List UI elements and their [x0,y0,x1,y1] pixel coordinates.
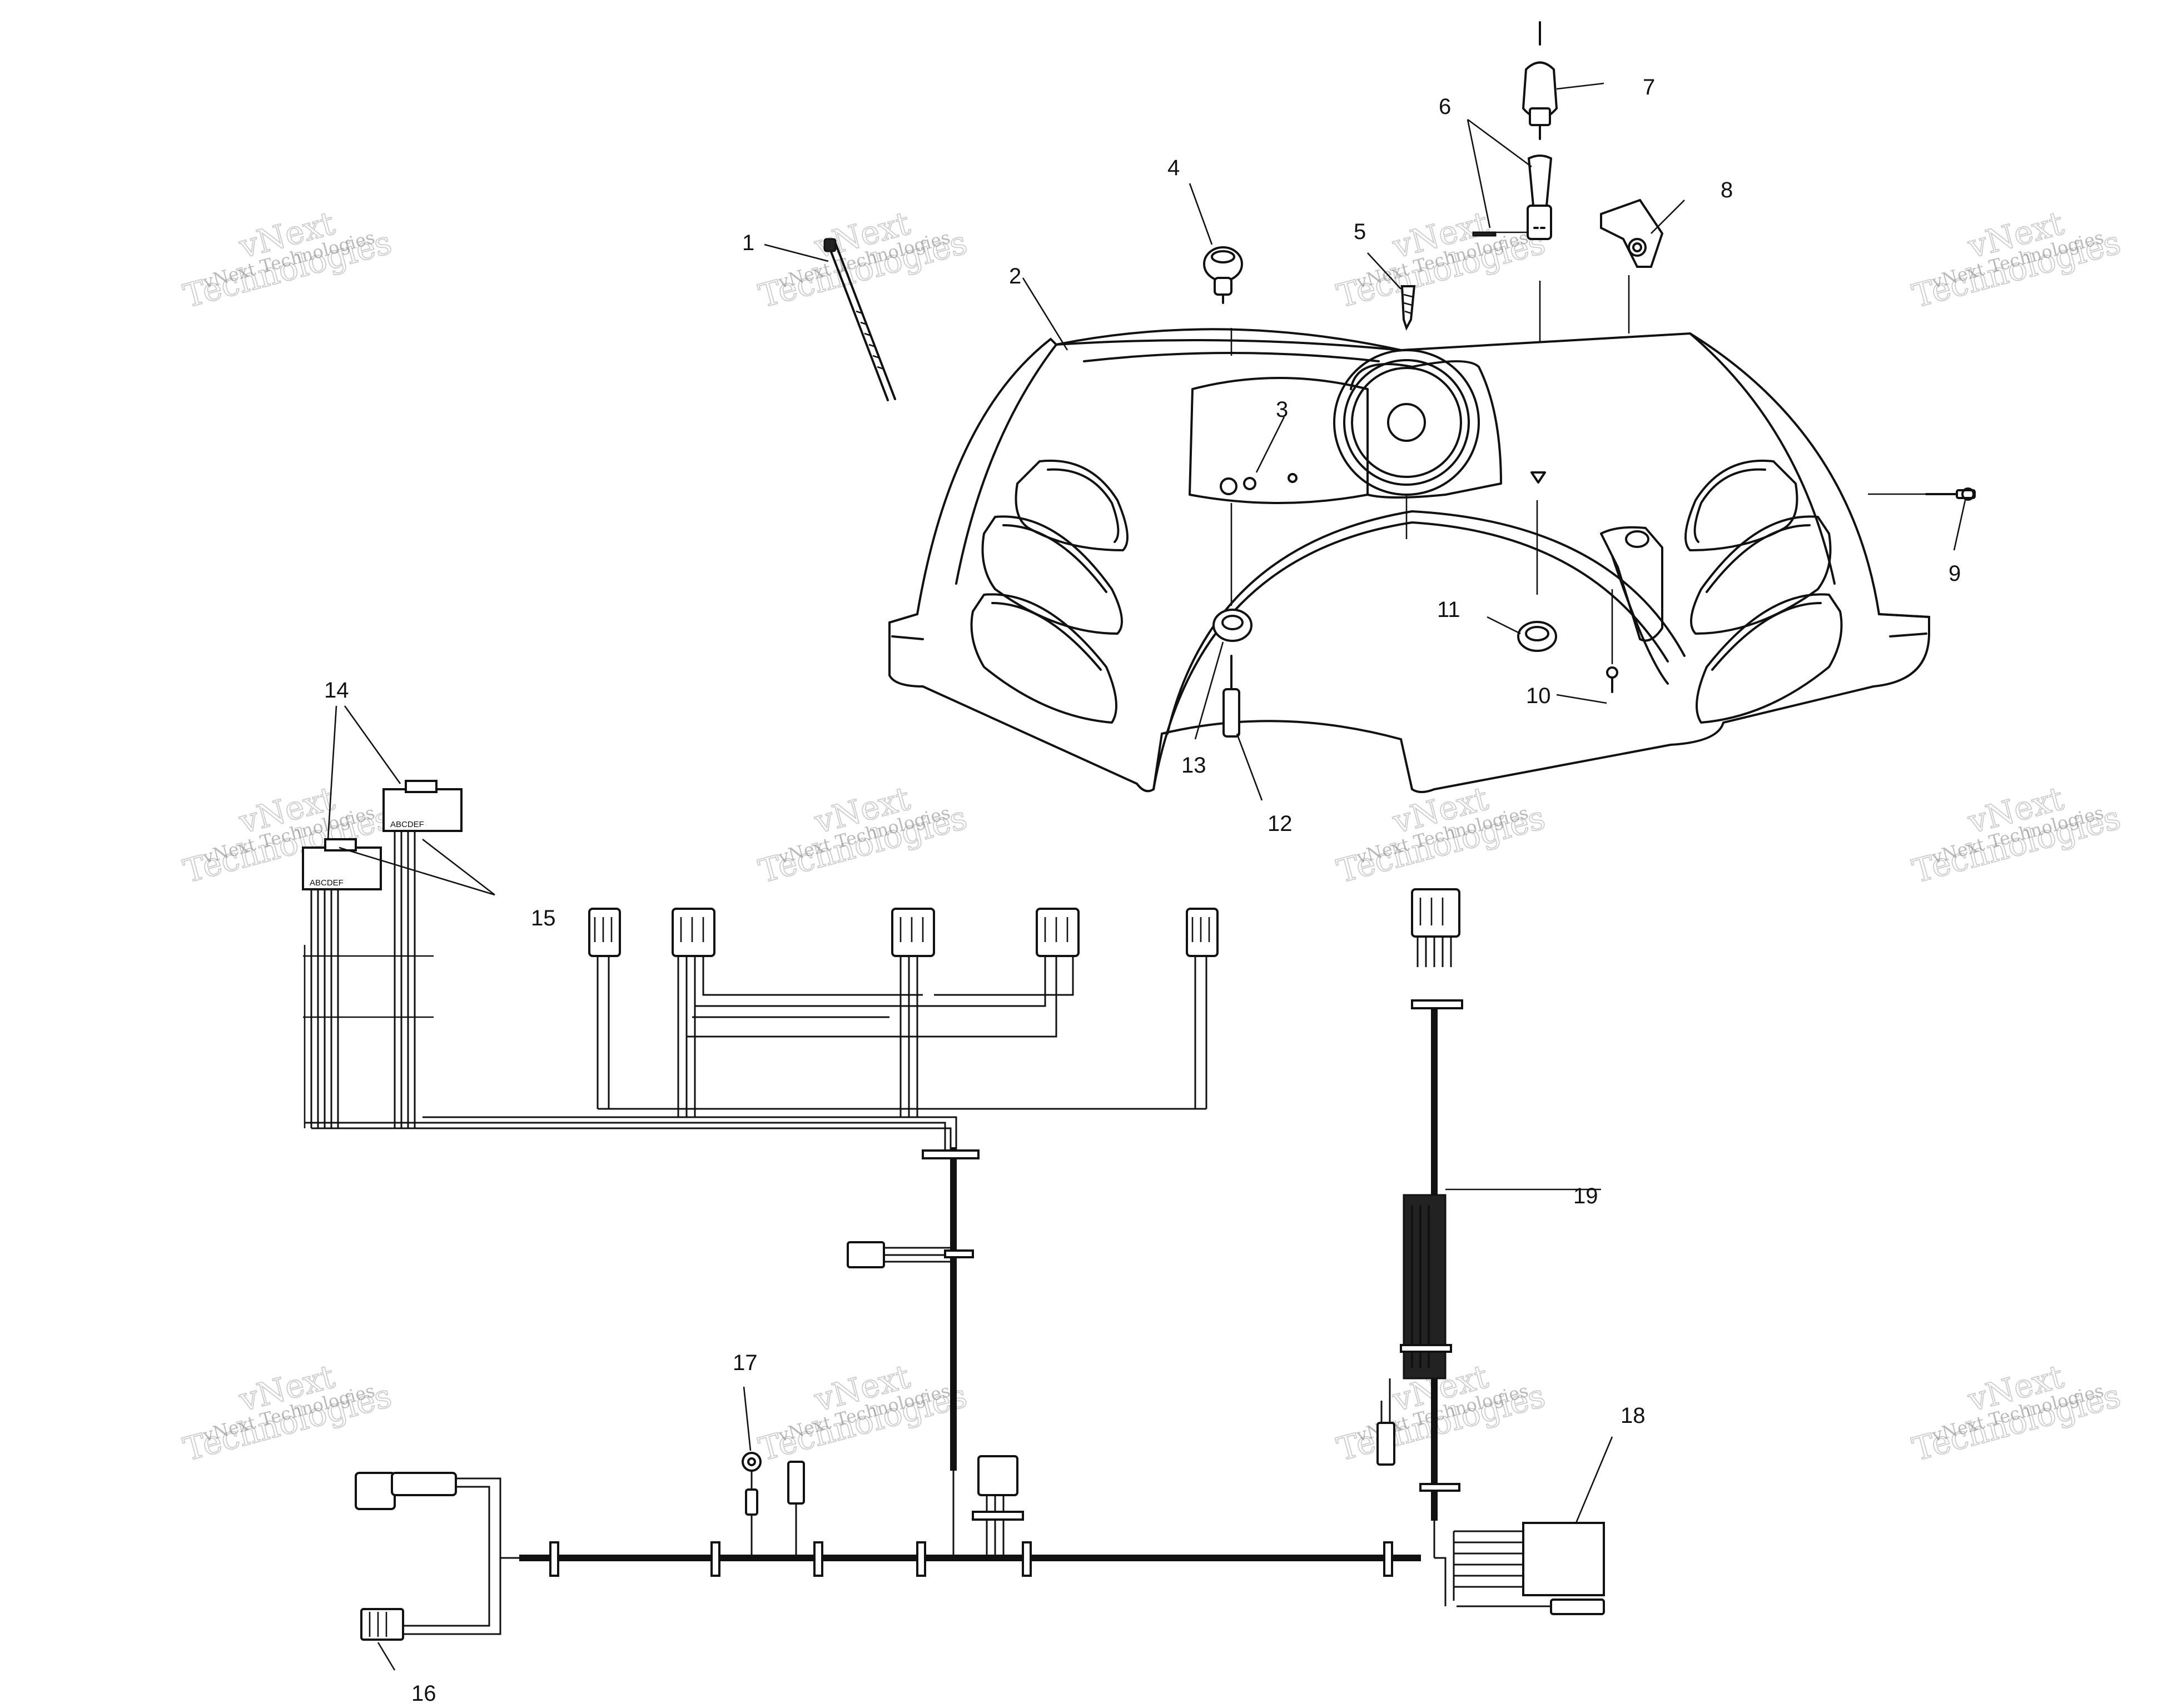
bulb-socket-part [1472,155,1553,240]
callout-1: 1 [742,231,754,255]
watermark: vNext Technologies vNext Technologies [179,1357,396,1468]
watermark: vNext Technologies vNext Technologies [754,203,971,315]
watermark: vNext Technologies vNext Technologies [1908,1357,2125,1468]
watermark: vNext Technologies vNext Technologies [1333,203,1549,315]
callout-18: 18 [1621,1403,1646,1428]
callout-2: 2 [1009,264,1021,288]
callout-14: 14 [324,678,349,703]
watermark: vNext Technologies vNext Technologies [1908,203,2125,315]
callout-4: 4 [1167,156,1180,180]
nut-part [1212,609,1252,642]
connector-group-15 [305,908,1219,1156]
callout-12: 12 [1268,811,1293,836]
bulb-part [1522,21,1558,140]
callout-16: 16 [411,1681,436,1706]
callout-5: 5 [1354,220,1366,244]
pin-part [1606,666,1618,693]
callout-15: 15 [531,906,556,930]
callout-8: 8 [1721,178,1733,202]
cable-tie-part [823,238,896,401]
callout-19: 19 [1573,1184,1598,1208]
callout-9: 9 [1949,561,1961,586]
callout-7: 7 [1643,75,1655,99]
watermark: vNext Technologies vNext Technologies [754,779,971,890]
dash-panel [888,328,1930,793]
svg-text:ABCDEF: ABCDEF [390,820,424,829]
bracket-part [1600,198,1664,268]
harness-19 [1376,888,1463,1558]
terminal-part [1222,655,1240,738]
watermark: vNext Technologies vNext Technologies [1908,779,2125,890]
screw-part [1400,285,1416,331]
watermark: vNext Technologies vNext Technologies [179,203,396,315]
connector-14: ABCDEF ABCDEF [302,780,463,1128]
nut-part [1517,621,1557,652]
callout-10: 10 [1526,684,1551,708]
callout-17: 17 [733,1351,758,1375]
bolt-part [1925,487,1976,501]
leader-lines [327,82,1966,1671]
callout-6: 6 [1439,94,1451,119]
connector-18 [1434,1522,1605,1615]
assembly-lines [1230,231,1926,664]
watermark: vNext Technologies vNext Technologies [754,1357,971,1468]
callout-3: 3 [1276,397,1288,422]
callout-11: 11 [1437,597,1460,622]
main-harness [355,1147,1421,1641]
svg-text:ABCDEF: ABCDEF [310,878,344,888]
grommet-part [1203,246,1243,304]
callout-labels: 1 2 3 4 5 6 7 8 9 10 11 12 13 14 15 16 1… [324,75,1961,1706]
callout-13: 13 [1181,753,1206,778]
